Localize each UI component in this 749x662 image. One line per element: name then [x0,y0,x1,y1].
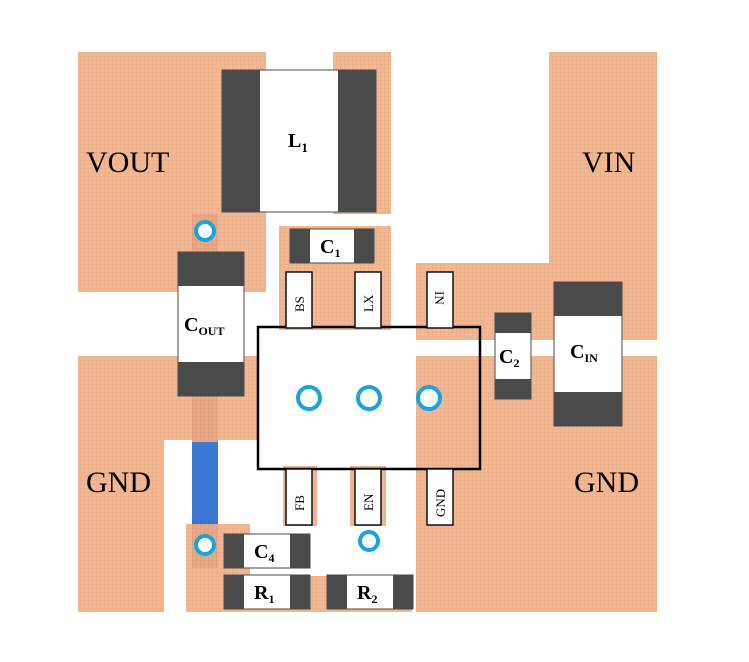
via-vout [194,220,216,242]
resistor-r1[interactable]: R1 [223,574,311,610]
via-c4 [194,534,216,556]
pin-en-label: EN [361,493,376,511]
net-label-vout: VOUT [86,146,169,179]
net-label-gnd-left: GND [86,466,151,499]
via-gnd-3 [416,385,442,411]
net-label-vin: VIN [582,146,635,179]
capacitor-cout[interactable]: COUT [177,251,245,397]
pin-in[interactable]: IN [426,271,454,329]
pin-bs[interactable]: BS [285,271,313,329]
cout-label: COUT [184,314,224,338]
feedback-trace [192,442,218,524]
capacitor-cin[interactable]: CIN [553,281,623,427]
r2-label: R2 [357,582,377,606]
vias [194,220,442,556]
pin-gnd[interactable]: GND [426,468,454,526]
pin-fb-label: FB [292,495,307,511]
c2-label: C2 [499,346,519,370]
inductor-l1[interactable]: L1 [221,69,377,213]
cin-label: CIN [570,341,598,365]
regulator-ic[interactable]: BS LX IN FB EN GND [256,271,482,526]
pin-bs-label: BS [292,296,307,312]
capacitor-c1[interactable]: C1 [289,228,375,264]
net-label-gnd-right: GND [574,466,639,499]
r1-label: R1 [254,582,274,606]
resistor-r2[interactable]: R2 [326,574,414,610]
c4-label: C4 [254,541,274,565]
via-en [358,530,380,552]
capacitor-c2[interactable]: C2 [494,312,532,400]
pin-fb[interactable]: FB [285,468,313,526]
cout-trace [192,396,218,442]
pin-en[interactable]: EN [354,468,382,526]
pin-in-label: IN [432,291,447,305]
pin-gnd-label: GND [433,489,448,517]
via-gnd-1 [296,385,322,411]
capacitor-c4[interactable]: C4 [223,533,311,569]
c1-label: C1 [320,236,340,260]
via-gnd-2 [356,385,382,411]
gnd-right-lower [416,556,657,612]
pin-lx-label: LX [361,294,376,312]
pin-lx[interactable]: LX [354,271,382,329]
l1-label: L1 [288,130,308,155]
